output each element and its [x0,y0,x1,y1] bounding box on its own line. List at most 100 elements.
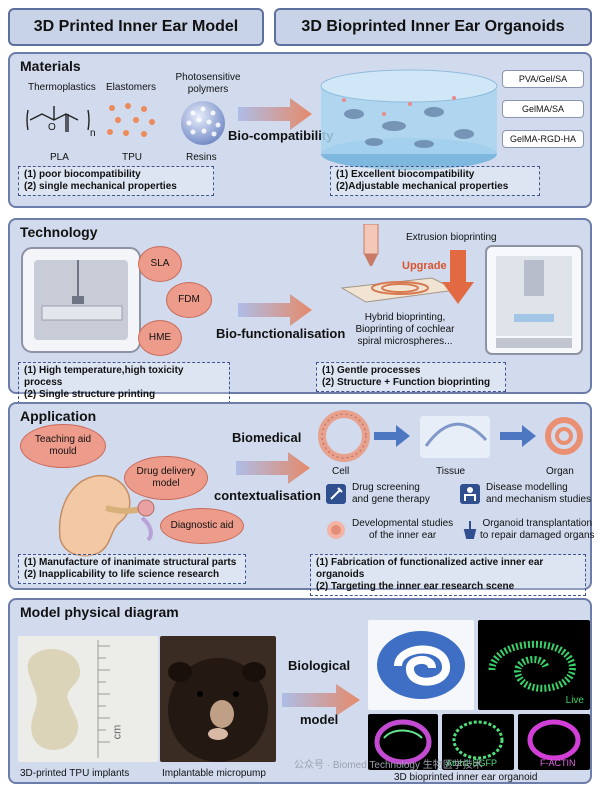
application-title: Application [20,408,97,424]
person-icon [460,484,480,504]
elastomers-label: Elastomers [106,82,157,93]
extrusion-bioprinter-icon [485,245,583,355]
upgrade-label: Upgrade [402,260,447,272]
use-transplant-line-2: to repair damaged organs [480,530,595,541]
bio-functionalisation-label: Bio-functionalisation [216,326,346,341]
tpu-implant-shape [27,640,110,758]
header-left-text: 3D Printed Inner Ear Model [33,18,239,35]
use-disease-line-2: and mechanism studies [486,494,592,505]
organoid-live-photo: Live [478,620,590,710]
tpu-implants-caption: 3D-printed TPU implants [20,768,130,779]
bio-functionalisation-arrow-icon [238,294,312,326]
application-advantages-box: (1) Fabrication of functionalized active… [310,554,586,596]
tpu-implants-photo [18,636,158,762]
extrusion-bioprinting-label: Extrusion bioprinting [406,232,497,243]
watermark-text: 公众号 · Biomed Technology 生物医学技术 [294,760,483,771]
organ-label: Organ [546,466,574,477]
materials-title: Materials [20,58,81,74]
use-developmental: Developmental studies of the inner ear [352,518,453,542]
use-transplantation: Organoid transplantation to repair damag… [480,518,595,542]
materials-adv-1: (1) Excellent biocompatibility [336,169,475,180]
bioink-gelma-rgd-ha: GelMA-RGD-HA [502,130,584,148]
technology-limitations-box: (1) High temperature,high toxicity proce… [18,362,230,404]
application-adv-1: (1) Fabrication of functionalized active… [316,557,544,580]
application-panel: Application Teaching aid mould Drug deli… [8,402,595,596]
header-bioprinted-organoids: 3D Bioprinted Inner Ear Organoids [274,8,592,46]
materials-adv-2: (2)Adjustable mechanical properties [336,181,509,192]
hybrid-line-1: Hybrid bioprinting, [364,312,446,323]
cell-tissue-organ-flow-icon [318,410,583,462]
biomedical-label: Biomedical [232,430,302,445]
sla-bubble: SLA [138,246,182,282]
materials-limit-2: (2) single mechanical properties [24,181,177,192]
materials-limitations-box: (1) poor biocompatibility (2) single mec… [18,166,214,196]
3d-printer-icon [21,247,141,353]
hydrogel-dish-icon [320,69,498,170]
micropump-caption: Implantable micropump [162,768,266,779]
materials-advantages-box: (1) Excellent biocompatibility (2)Adjust… [330,166,540,196]
technology-adv-1: (1) Gentle processes [322,365,421,376]
embryo-icon [327,521,345,539]
application-limitations-box: (1) Manufacture of inanimate structural … [18,554,246,584]
cell-label: Cell [332,466,350,477]
resins-label: Resins [186,152,217,163]
use-disease-line-1: Disease modelling [486,482,568,493]
ruler-unit-label: cm [111,724,124,740]
bioink-gelma-sa: GelMA/SA [502,100,584,118]
hybrid-line-2: Bioprinting of cochlear [355,324,455,335]
organoid-stain-3-photo: F-ACTIN [518,714,590,770]
tpu-label: TPU [122,152,142,163]
pla-n: n [90,128,96,139]
syringe-icon [326,484,346,504]
application-limit-2: (2) Inapplicability to life science rese… [24,569,220,580]
header-right-text: 3D Bioprinted Inner Ear Organoids [301,18,565,35]
drug-delivery-bubble: Drug delivery model [124,456,208,500]
organoid-stain-2-shape [452,720,504,760]
pla-structure-icon [26,106,90,132]
organoid-stain-2-photo: Atoh1-EGFP [442,714,514,770]
organoid-stain-1-shape [374,719,432,765]
technology-advantages-box: (1) Gentle processes (2) Structure + Fun… [316,362,506,392]
use-drug-screening: Drug screening and gene therapy [352,482,430,506]
fdm-bubble: FDM [166,282,212,318]
biological-model-arrow-icon [282,684,360,716]
materials-limit-1: (1) poor biocompatibility [24,169,141,180]
resin-sphere-icon [181,101,225,145]
technology-adv-2: (2) Structure + Function bioprinting [322,377,491,388]
atoh1-label: Atoh1-EGFP [446,758,498,768]
model-label: model [300,712,339,727]
micropump-photo [160,636,276,762]
hybrid-line-3: spiral microspheres... [357,336,453,347]
guinea-pig-shape [168,658,268,762]
organoid-stain-3-shape [527,719,581,761]
tpu-particles-icon [107,103,155,137]
model-panel: Model physical diagram cm 3D-printed TPU… [8,598,592,784]
organoid-spiral-shape [377,631,465,699]
organoid-spiral-photo [368,620,474,710]
use-drug-line-1: Drug screening [352,482,420,493]
bioink-pva-gel-sa: PVA/Gel/SA [502,70,584,88]
biomedical-arrow-icon [236,452,310,484]
header-printed-model: 3D Printed Inner Ear Model [8,8,264,46]
use-dev-line-2: of the inner ear [368,530,437,541]
use-dev-line-1: Developmental studies [352,518,454,529]
live-label: Live [565,695,584,706]
application-adv-2: (2) Targeting the inner ear research sce… [316,581,515,592]
technology-limit-1: (1) High temperature,high toxicity proce… [24,365,184,388]
contextualisation-label: contextualisation [214,488,321,503]
photosensitive-label: Photosensitive polymers [175,72,241,95]
technology-title: Technology [20,224,98,240]
thermoplastics-label: Thermoplastics [28,82,96,93]
transplant-icon [463,521,477,539]
biological-label: Biological [288,658,351,673]
technology-panel: Technology SLA FDM HME Bio-functionalisa… [8,218,592,404]
organoid-live-shape [488,640,576,692]
organoid-stain-1-photo [368,714,438,770]
hme-bubble: HME [138,320,182,356]
hybrid-bioprinting-text: Hybrid bioprinting, Bioprinting of cochl… [340,312,470,348]
technology-limit-2: (2) Single structure printing [24,389,156,400]
factin-label: F-ACTIN [540,758,576,768]
use-drug-line-2: and gene therapy [352,494,430,505]
use-disease-modelling: Disease modelling and mechanism studies [486,482,591,506]
pla-label: PLA [50,152,69,163]
